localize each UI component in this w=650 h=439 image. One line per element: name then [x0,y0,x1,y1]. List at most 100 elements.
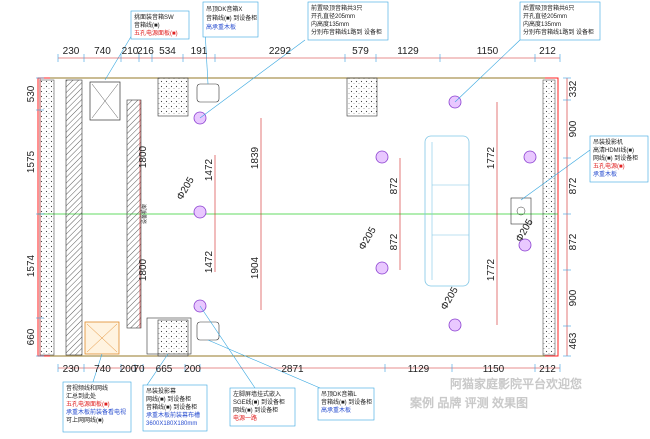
rear-column [346,77,378,117]
annotation-line: 高承重木板 [206,23,236,31]
inner-dim-labels: 1800 1800 设备机架 1472 1472 1839 1904 872 8… [138,145,536,312]
dim-label: Φ205 [514,217,536,244]
annotation-top-3: 前置吸顶音箱共3只 开孔直径205mm 内高度135mm 分别布音箱线1路到 设… [311,4,382,36]
dim-label: 1472 [204,250,215,273]
annotation-line: 承重木板 [593,170,617,178]
dim-label: 1839 [250,146,261,169]
annotation-line: 吊顶DK音箱L [321,390,357,398]
dim-label: 200 [120,364,137,375]
dim-label: 1772 [486,258,497,281]
annotation-line: 网线(■) 到设备柜 [146,395,191,403]
annotation-line: 五孔电源(■) [593,162,625,170]
dim-label: 872 [389,233,400,250]
annotation-top-right: 后置吸顶音箱共6只 开孔直径205mm 内高度135mm 分别布音箱线1路到 设… [523,4,594,36]
speaker-icon [375,150,389,164]
dim-label: 212 [539,46,556,57]
front-left-column [157,77,189,117]
dim-label: 1574 [26,254,37,277]
annotation-bottom-3: 左脚屏墙挂式嵌入 SGE线(■) 到设备柜 网线(■) 到设备柜 电源一路 [233,390,285,422]
right-outer-wall [542,79,556,356]
annotation-line: 左脚屏墙挂式嵌入 [233,390,281,398]
dim-label: 1904 [250,256,261,279]
annotation-line: 音箱线(■) [134,21,160,29]
dim-label: 1772 [486,146,497,169]
annotation-line: 高承重木板 [321,406,351,414]
callout-lines [91,29,591,389]
annotation-right: 吊装投影机 高清HDMI线(■) 网线(■) 到设备柜 五孔电源(■) 承重木板 [593,138,638,178]
annotation-line: 可上网网线(■) [66,416,104,424]
annotation-line: 吊顶DK音箱X [206,5,242,13]
dim-label: 210 [122,46,139,57]
ceiling-speakers [193,95,537,332]
ceiling-dk-speaker-x [196,83,220,103]
annotation-line: 3600X180X180mm [146,421,197,427]
annotation-line: 音视频线和网线 [66,384,108,392]
dim-label: Φ205 [175,175,197,202]
dim-label: 900 [568,120,579,137]
dim-label: Φ205 [439,285,461,312]
dim-label: 1800 [138,258,149,281]
inner-dim-lines [139,100,498,328]
annotation-line: 开孔直径205mm [523,12,567,20]
dim-label: 463 [568,332,579,349]
speaker-icon [523,150,537,164]
dim-label: 191 [191,46,208,57]
annotation-line: 音箱线(■) 到设备柜 [321,398,372,406]
speaker-icon [375,261,389,275]
speaker-icon [448,318,462,332]
annotation-line: 高清HDMI线(■) [593,146,634,154]
annotation-line: SGE线(■) 到设备柜 [233,398,285,406]
subwoofer-cabinet [89,81,121,121]
annotation-line: 音箱线(■) 到设备柜 [206,14,257,22]
annotation-line: 内高度135mm [523,20,561,28]
annotation-line: 网线(■) 到设备柜 [593,154,638,162]
annotation-top-2: 吊顶DK音箱X 音箱线(■) 到设备柜 高承重木板 [206,5,257,31]
left-wall-panel [65,79,83,356]
annotation-line: 挑面装音箱SW [134,13,174,21]
annotation-bottom-1: 音视频线和网线 汇总到此处 五孔电源面板(■) 承重木板前装备看电视 可上网网线… [66,384,126,424]
annotation-line: 五孔电源面板(■) [66,400,110,408]
annotation-line: 五孔电源面板(■) [134,29,178,37]
annotation-top-left: 挑面装音箱SW 音箱线(■) 五孔电源面板(■) [134,13,178,37]
dim-label: 200 [184,364,201,375]
dim-label: 900 [568,289,579,306]
dim-label: 70 [133,364,145,375]
annotation-line: 吊装投影幕 [146,387,176,395]
dim-label: 2871 [281,364,304,375]
ceiling-dk-speaker-l [196,321,220,341]
dim-label: 1129 [408,364,430,375]
dim-label: 740 [94,46,111,57]
dim-label: 872 [389,177,400,194]
watermark-line-1: 阿猫家庭影院平台欢迎您 [450,376,582,391]
dim-label: 872 [568,233,579,250]
dim-label: 230 [63,46,80,57]
projector [510,197,532,225]
annotation-line: 前置吸顶音箱共3只 [311,4,362,12]
dim-label: Φ205 [357,225,379,252]
speaker-icon [193,205,207,219]
equipment-rack [126,99,142,329]
annotation-line: 开孔直径205mm [311,12,355,20]
left-outer-wall [39,79,55,356]
front-left-column-bottom [157,319,189,357]
annotation-line: 吊装投影机 [593,138,623,146]
sofa [424,135,470,287]
dim-label: 216 [137,46,154,57]
dim-label: 660 [26,328,37,345]
speaker-icon [518,238,532,252]
annotation-line: 内高度135mm [311,20,349,28]
dim-label: 1129 [397,46,419,57]
projector-screen-box [146,317,192,355]
annotation-line: 分别布音箱线1路到 设备柜 [523,28,594,36]
dim-label: 设备机架 [141,204,148,224]
annotation-line: 电源一路 [233,414,257,422]
dim-label: 530 [26,85,37,102]
annotation-line: 网线(■) 到设备柜 [233,406,278,414]
annotation-line: 分别布音箱线1路到 设备柜 [311,28,382,36]
annotation-line: 汇总到此处 [66,392,96,400]
dim-label: 1800 [138,145,149,168]
